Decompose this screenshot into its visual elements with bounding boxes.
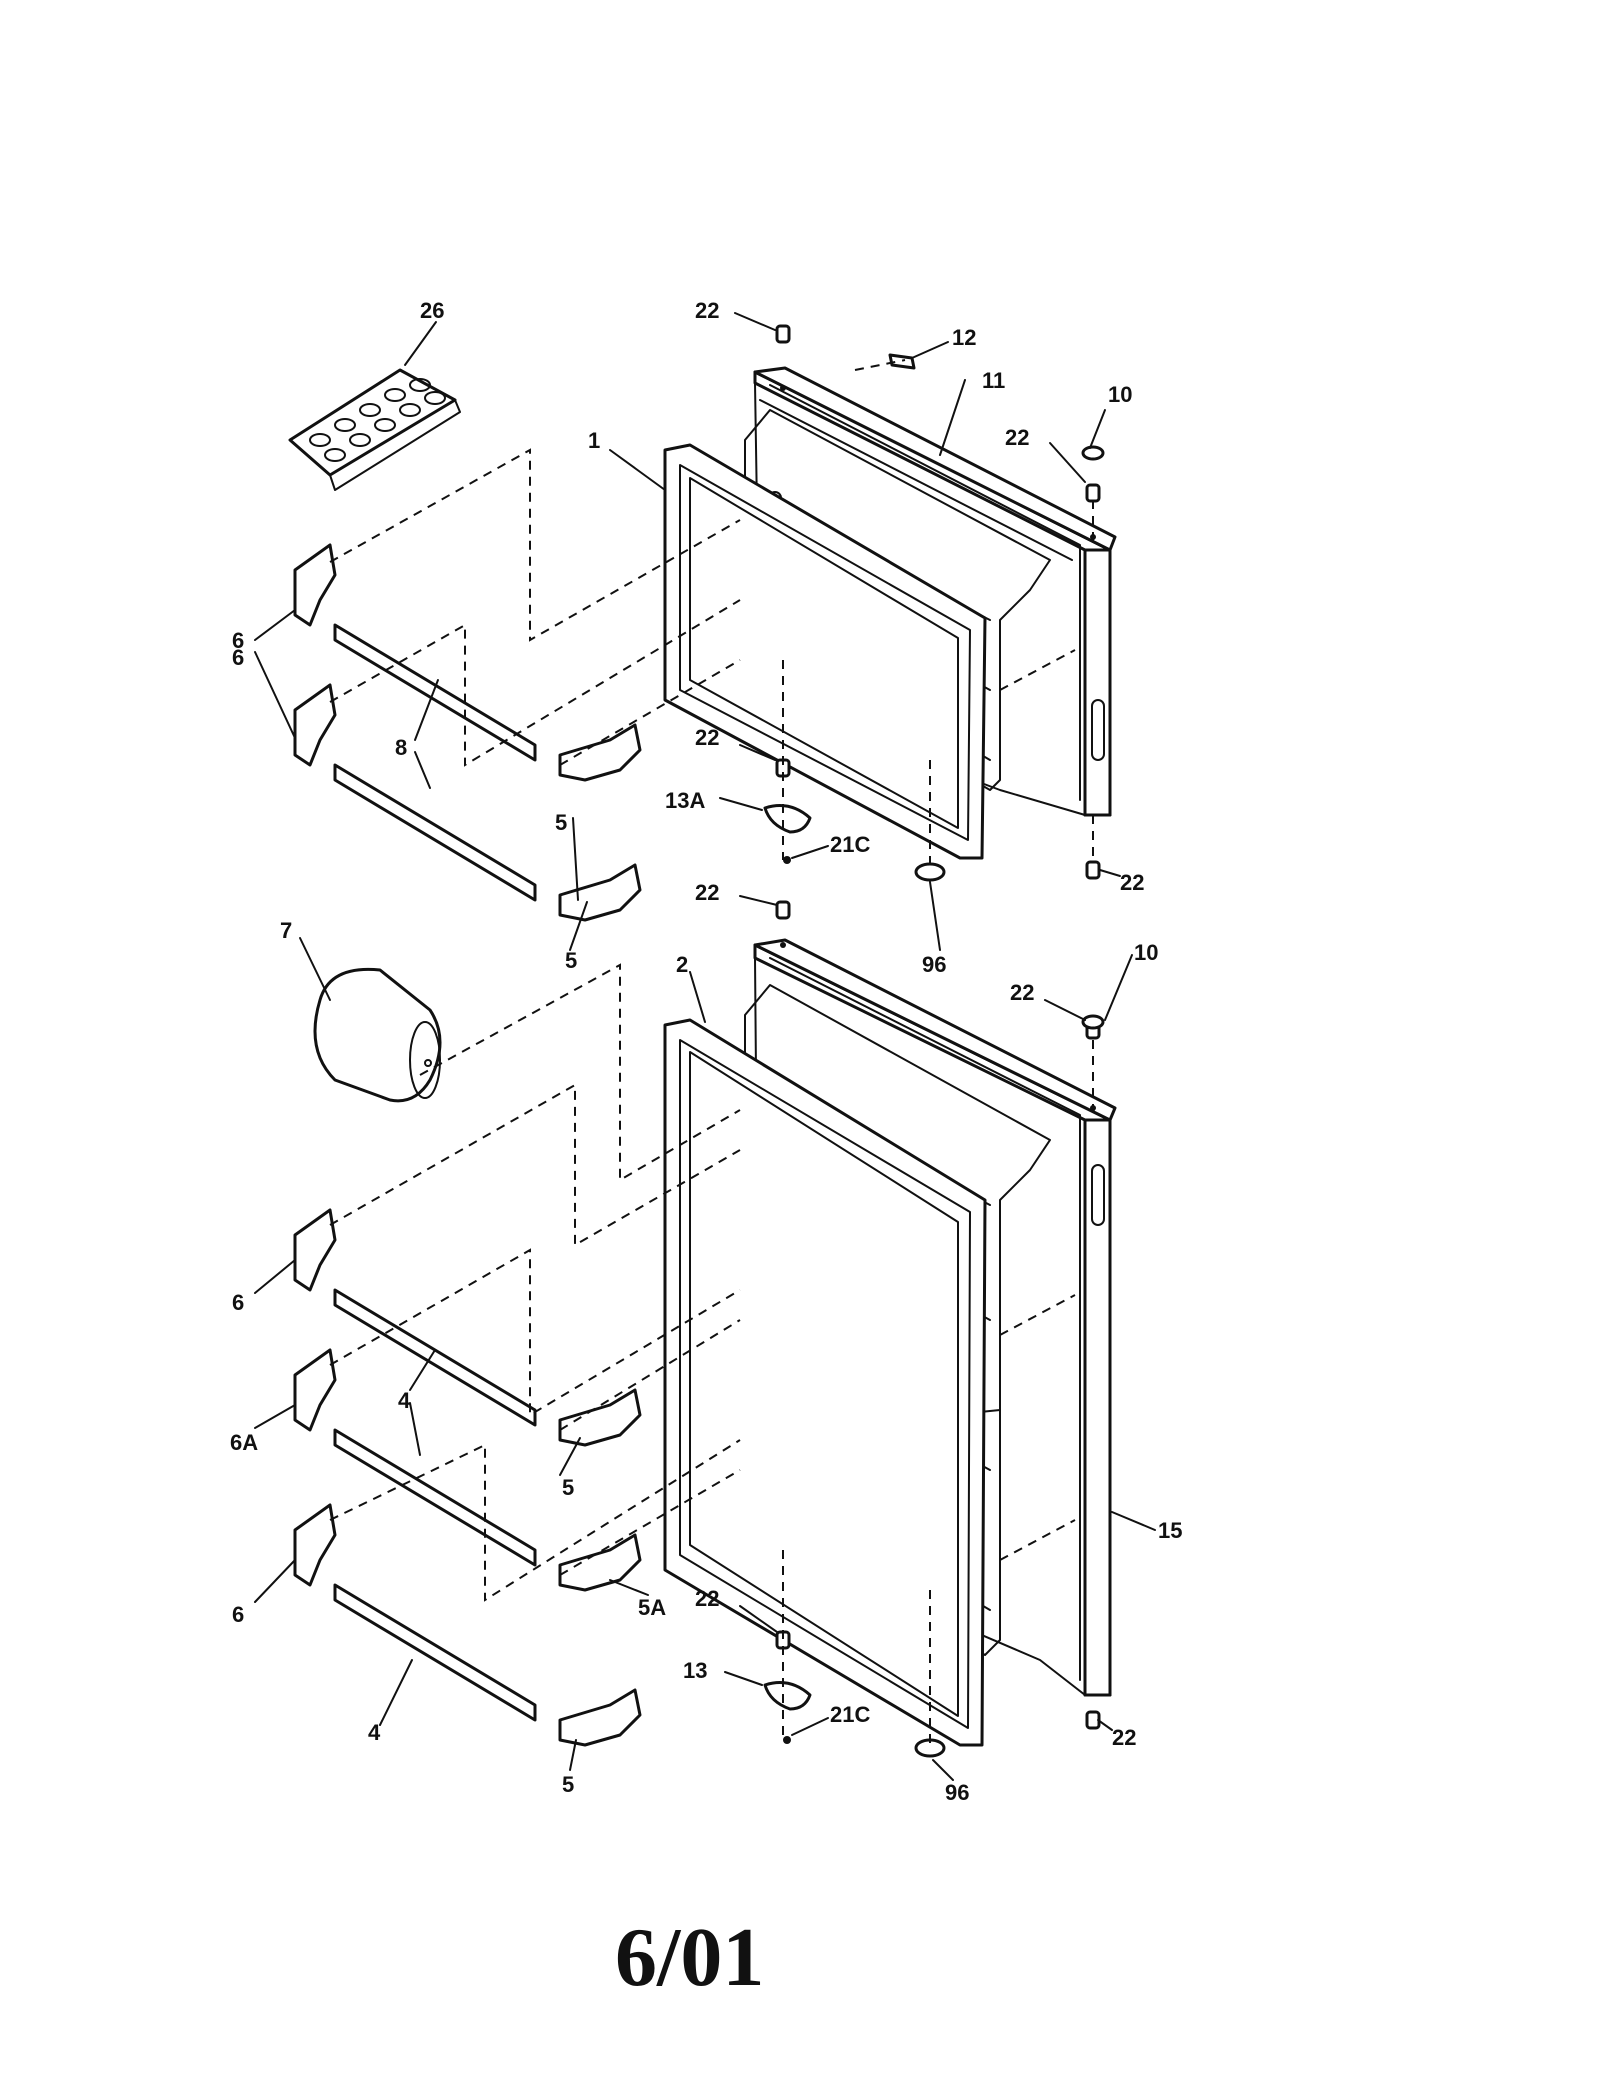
callout-11: 11 xyxy=(982,368,1005,393)
callout-6a: 6A xyxy=(230,1430,258,1455)
callout-5: 5 xyxy=(562,1475,574,1500)
callout-4: 4 xyxy=(368,1720,381,1745)
callout-5: 5 xyxy=(555,810,567,835)
callout-22: 22 xyxy=(695,298,719,323)
shelf-bracket-left xyxy=(293,543,337,1587)
hinge-cap xyxy=(1081,445,1105,1030)
diagram-date-code: 6/01 xyxy=(615,1911,764,2004)
callout-labels: 26 22 12 11 10 22 1 6 6 8 5 5 22 13A 21C… xyxy=(230,298,1182,1805)
shelf-bar xyxy=(333,623,537,1722)
callout-22: 22 xyxy=(695,880,719,905)
callout-96: 96 xyxy=(922,952,946,977)
callout-13: 13 xyxy=(683,1658,707,1683)
callout-96: 96 xyxy=(945,1780,969,1805)
hinge-plate xyxy=(763,804,812,1711)
callout-1: 1 xyxy=(588,428,600,453)
leader-lines xyxy=(254,312,1156,1781)
assembly-lines xyxy=(329,359,1094,1744)
callout-7: 7 xyxy=(280,918,292,943)
callout-26: 26 xyxy=(420,298,444,323)
callout-22: 22 xyxy=(1005,425,1029,450)
callout-22: 22 xyxy=(1120,870,1144,895)
callout-10: 10 xyxy=(1134,940,1158,965)
callout-22: 22 xyxy=(695,725,719,750)
shelf-bracket-right xyxy=(558,723,642,1747)
callout-5: 5 xyxy=(562,1772,574,1797)
callout-21c: 21C xyxy=(830,832,870,857)
freezer-door-gasket xyxy=(663,443,987,860)
callout-22: 22 xyxy=(695,1586,719,1611)
callout-22: 22 xyxy=(1112,1725,1136,1750)
callout-6: 6 xyxy=(232,1602,244,1627)
hinge-pin-dot xyxy=(780,385,1096,1744)
callout-22: 22 xyxy=(1010,980,1034,1005)
fresh-food-door-gasket xyxy=(663,1018,987,1747)
door-screw xyxy=(775,324,1101,1730)
egg-tray xyxy=(288,368,461,491)
callout-13a: 13A xyxy=(665,788,705,813)
callout-5: 5 xyxy=(565,948,577,973)
callout-4: 4 xyxy=(398,1388,411,1413)
callout-8: 8 xyxy=(395,735,407,760)
callout-12: 12 xyxy=(952,325,976,350)
callout-21c: 21C xyxy=(830,1702,870,1727)
callout-15: 15 xyxy=(1158,1518,1182,1543)
callout-6: 6 xyxy=(232,645,244,670)
fresh-food-door-outer-panel xyxy=(753,938,1117,1697)
callout-10: 10 xyxy=(1108,382,1132,407)
freezer-door-outer-panel xyxy=(753,366,1117,817)
callout-5a: 5A xyxy=(638,1595,666,1620)
butter-dish-cover xyxy=(313,967,442,1103)
callout-2: 2 xyxy=(676,952,688,977)
callout-6: 6 xyxy=(232,628,244,653)
door-stop xyxy=(888,353,916,370)
callout-6: 6 xyxy=(232,1290,244,1315)
